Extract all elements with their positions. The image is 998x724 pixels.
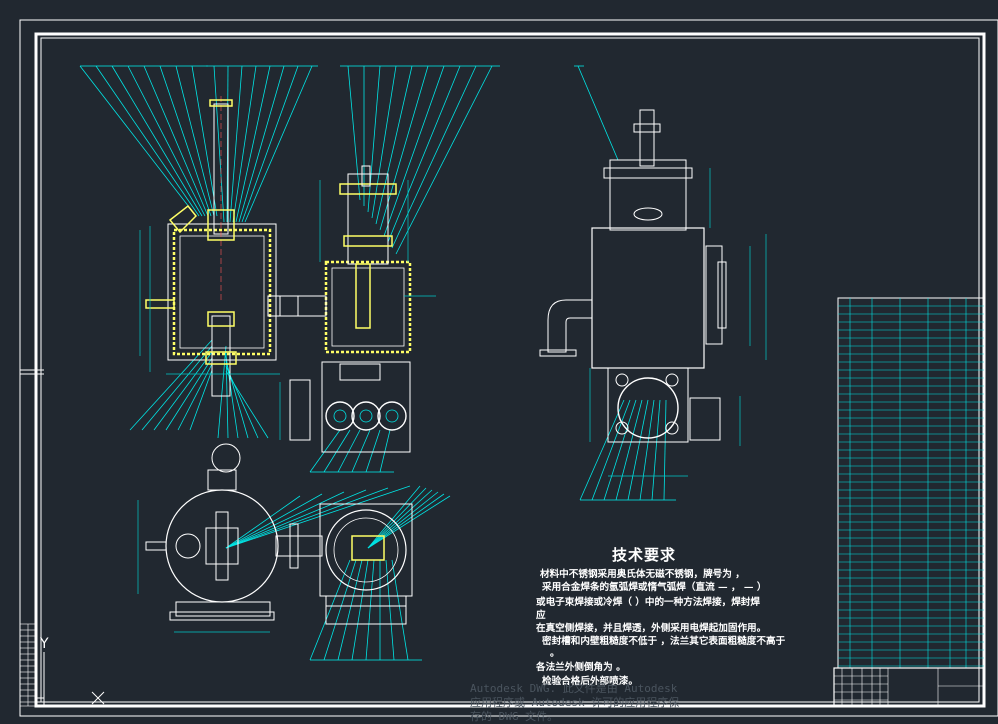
leader-line [232,65,257,223]
leader-line [153,351,213,431]
leader-line [225,487,389,549]
leader-line [323,559,357,661]
ucs-y-label: Y [40,636,49,652]
leader-line [225,485,411,549]
leader-line [225,491,345,549]
tech-req-line: 。 [550,648,560,659]
side-view [539,65,767,501]
top-view [137,443,451,661]
leader-line [337,559,363,661]
leader-line [309,429,341,473]
leader-line [367,495,451,549]
border-ticks [20,369,44,375]
leader-line [615,399,643,501]
leader-line [577,65,619,161]
leader-line [127,65,206,217]
tech-req-line: 材料中不锈钢采用奥氏体无磁不锈钢，牌号为 ， [540,569,745,580]
leader-line [383,65,445,237]
leader-line [159,65,212,217]
leader-line [141,345,213,431]
leader-line [244,65,313,223]
leader-line [225,365,259,439]
leader-line [143,65,209,217]
watermark-line: 存的 DWG 文件。 [470,710,559,723]
leader-line [375,65,413,225]
leader-line [217,345,227,439]
leader-line [95,65,200,217]
leader-line [591,399,631,501]
leader-line [235,65,271,223]
tech-req-line: 应 [536,610,546,621]
watermark-line: Autodesk DWG. 此文件是由 Autodesk [470,682,678,695]
revision-stack [19,623,37,707]
leader-line [387,65,461,243]
tech-req-line: 各法兰外侧倒角为 。 [536,662,626,673]
parts-list-table [833,297,985,707]
leader-line [225,489,367,549]
middle-section-view [279,65,500,473]
tech-req-line: 采用合金焊条的氩弧焊或惰气弧焊（直流 — ， — ） [542,582,767,593]
tech-req-line: 密封槽和内壁粗糙度不低于 ，法兰其它表面粗糙度不高于 [542,636,786,647]
leader-line [367,485,421,549]
ucs-icon [35,652,105,707]
leader-line [639,399,655,501]
leader-line [225,350,229,439]
leader-line [351,429,371,473]
leader-line [175,65,215,217]
leader-line [371,65,397,219]
leader-line [225,370,269,439]
autodesk-watermark: Autodesk DWG. 此文件是由 Autodesk 应用程序或 Autod… [470,682,679,724]
leader-line [367,489,433,549]
leader-line [365,429,381,473]
leader-line [385,559,395,661]
leader-line [213,65,225,223]
leader-line [391,65,477,249]
watermark-line: 应用程序或 Autodesk 许可的应用程序保 [470,696,680,709]
tech-req-title: 技术要求 [612,546,677,564]
leader-line [351,559,369,661]
leader-line [177,363,213,431]
leader-line [367,493,445,549]
leader-line [367,487,427,549]
leader-line [395,65,493,255]
leader-line [627,399,649,501]
tech-req-line: 或电子束焊接或冷焊（ ）中的一种方法焊接，焊封焊 [536,597,760,608]
leader-line [323,429,351,473]
leader-line [579,399,625,501]
leader-line [651,399,661,501]
leader-line [238,65,285,223]
leader-line [165,357,213,431]
leader-line [365,559,375,661]
leader-line [191,65,218,217]
leader-line [663,399,667,501]
leader-line [347,65,361,201]
front-section-view [79,65,318,439]
leader-line [241,65,299,223]
leader-line [391,559,409,661]
leader-line [603,399,637,501]
leader-line [367,65,381,213]
tech-req-line: 在真空侧焊接，并且焊透，外侧采用电焊起加固作用。 [536,623,767,634]
drawing-border [19,19,998,717]
leader-line [225,493,323,549]
tech-req-line: 检验合格后外部喷漆。 [542,676,638,687]
leader-line [79,65,197,217]
leader-line [379,429,391,473]
leader-line [337,429,361,473]
leader-line [367,491,439,549]
leader-line [189,369,213,431]
leader-line [309,559,351,661]
leader-line [229,65,243,223]
leader-line [111,65,203,217]
